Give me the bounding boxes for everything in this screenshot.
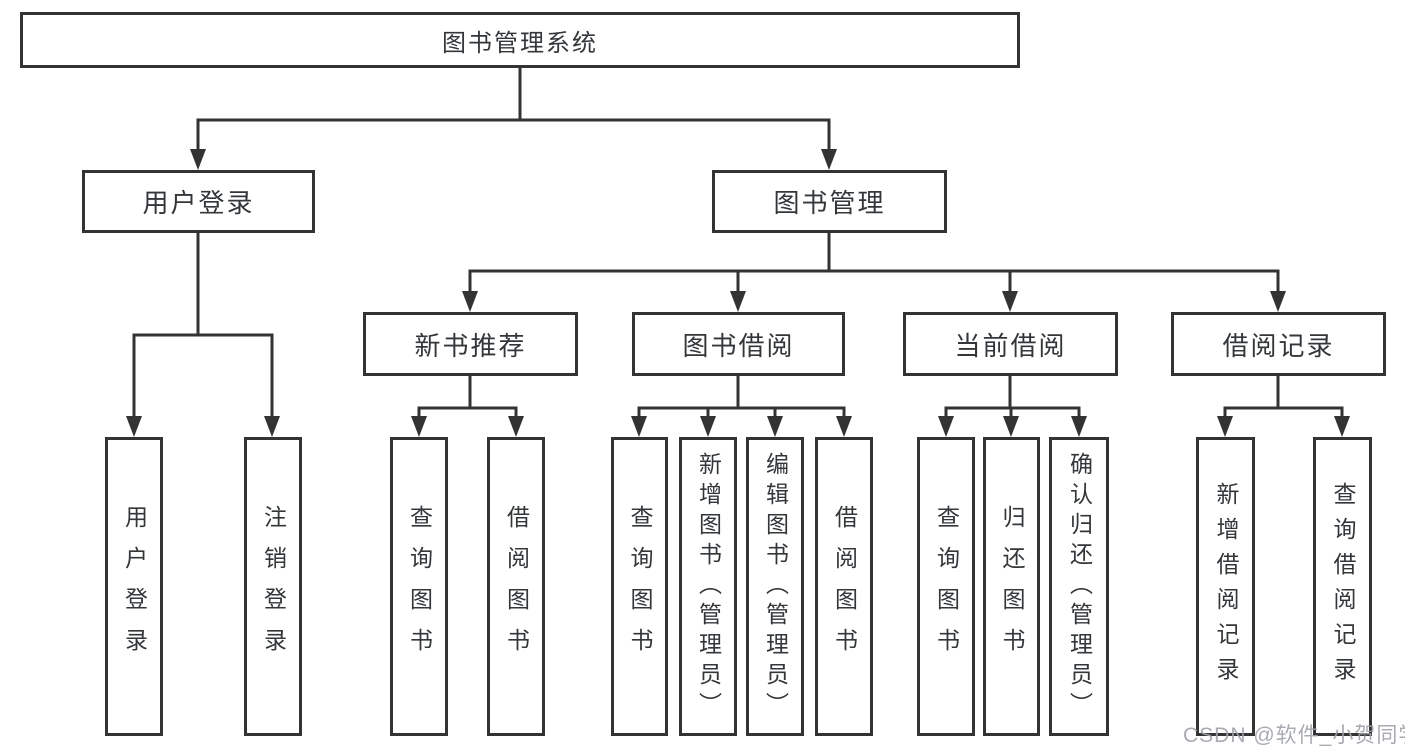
node-label: 注销登录 (260, 504, 287, 669)
leaf-confirm-return-admin: 确认归还（管理员） (1049, 437, 1109, 736)
node-book-management: 图书管理 (712, 170, 947, 233)
leaf-add-borrow-record: 新增借阅记录 (1196, 437, 1255, 736)
node-label: 图书管理系统 (442, 29, 598, 57)
leaf-query-borrow-record: 查询借阅记录 (1313, 437, 1372, 736)
node-new-book-recommend: 新书推荐 (363, 312, 578, 376)
node-label: 编辑图书（管理员） (762, 451, 789, 722)
node-system-root: 图书管理系统 (20, 12, 1020, 68)
node-label: 借阅图书 (831, 504, 858, 669)
leaf-return-books: 归还图书 (983, 437, 1040, 736)
node-label: 借阅记录 (1222, 330, 1335, 361)
node-book-borrowing: 图书借阅 (632, 312, 845, 376)
node-borrowing-records: 借阅记录 (1171, 312, 1386, 376)
leaf-user-login: 用户登录 (105, 437, 163, 736)
leaf-query-books-1: 查询图书 (390, 437, 448, 736)
node-label: 归还图书 (999, 504, 1025, 669)
leaf-logout: 注销登录 (244, 437, 302, 736)
leaf-borrow-books-2: 借阅图书 (815, 437, 873, 736)
leaf-query-books-3: 查询图书 (917, 437, 975, 736)
node-label: 当前借阅 (954, 330, 1067, 361)
node-label: 图书管理 (773, 188, 886, 218)
leaf-add-book-admin: 新增图书（管理员） (679, 437, 737, 736)
node-label: 借阅图书 (503, 504, 530, 669)
node-label: 确认归还（管理员） (1066, 451, 1093, 722)
node-label: 用户登录 (142, 188, 255, 218)
node-user-login: 用户登录 (82, 170, 315, 233)
node-label: 新增借阅记录 (1213, 481, 1239, 692)
node-current-borrowing: 当前借阅 (903, 312, 1118, 376)
node-label: 新增图书（管理员） (695, 451, 722, 722)
node-label: 用户登录 (121, 504, 148, 669)
csdn-watermark: CSDN @软件_小贺同学 (1183, 724, 1405, 747)
node-label: 图书借阅 (682, 330, 795, 361)
node-label: 查询图书 (406, 504, 433, 669)
node-label: 查询图书 (627, 504, 653, 669)
node-label: 查询图书 (933, 504, 960, 669)
leaf-query-books-2: 查询图书 (611, 437, 668, 736)
leaf-edit-book-admin: 编辑图书（管理员） (746, 437, 804, 736)
leaf-borrow-books-1: 借阅图书 (487, 437, 545, 736)
node-label: 查询借阅记录 (1330, 481, 1356, 692)
node-label: 新书推荐 (414, 330, 527, 361)
